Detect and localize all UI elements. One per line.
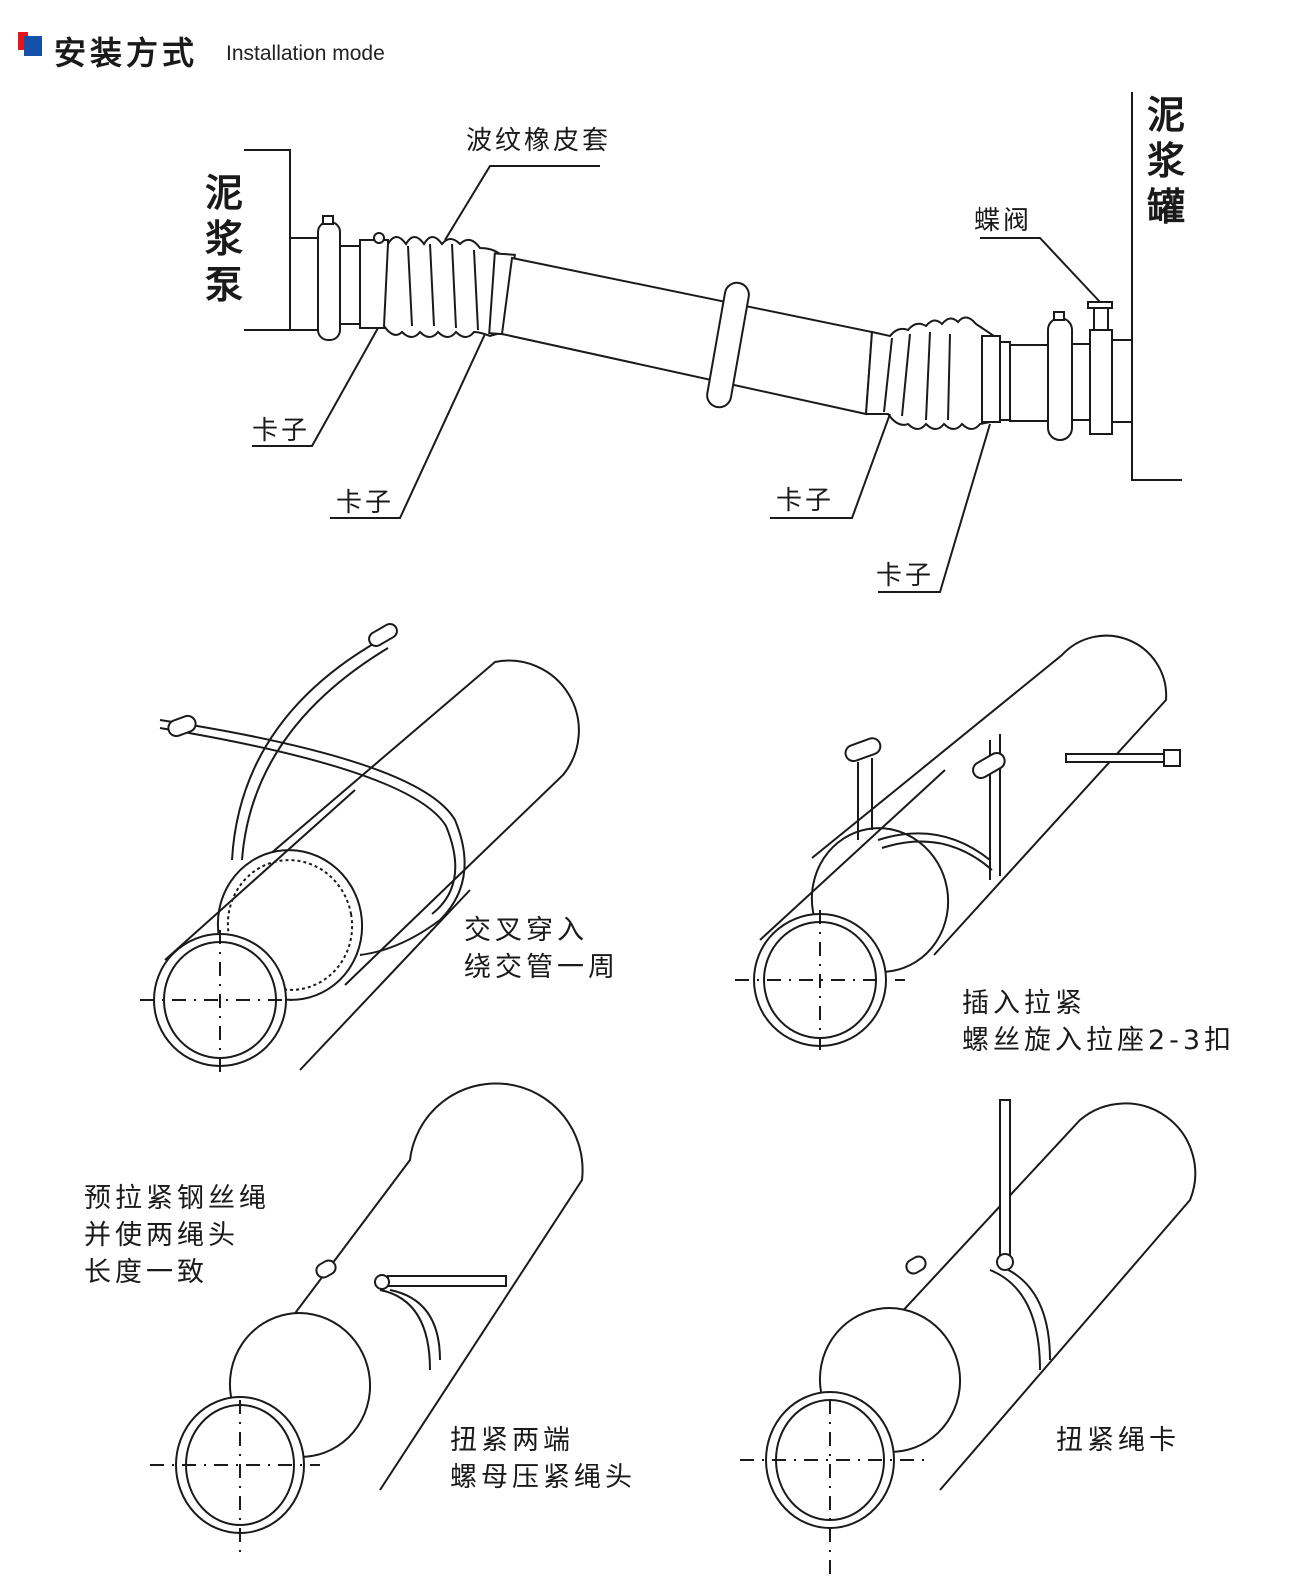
leader-clamp-4 [878,423,991,593]
butterfly-valve-handle [1087,301,1113,309]
step4-line1: 扭紧绳卡 [1056,1425,1180,1456]
label-clamp-3: 卡子 [776,486,835,516]
butterfly-valve-body [1089,329,1113,435]
label-mud-pump: 泥浆泵 [204,171,243,307]
step1-line1: 交叉穿入 [464,915,588,946]
bellows-left [382,236,516,338]
label-bellows-cover: 波纹橡皮套 [466,126,612,156]
clamp-3 [981,335,1001,423]
step4-figure [740,1099,1197,1580]
step1-caption: 交叉穿入 绕交管一周 [464,912,619,986]
pump-pipe [339,245,361,325]
step2-caption: 插入拉紧 螺丝旋入拉座2-3扣 [962,985,1235,1059]
step3-figure [150,1082,584,1560]
label-clamp-2: 卡子 [336,488,395,518]
pump-flange [317,221,341,341]
step3a-line3: 长度一致 [84,1257,208,1288]
section-title-en: Installation mode [226,42,385,65]
leader-bellows [444,165,600,241]
step1-line2: 绕交管一周 [464,952,619,983]
butterfly-valve-stem [1093,307,1109,331]
middle-collar [706,281,750,409]
label-butterfly-valve: 蝶阀 [974,206,1033,236]
tank-inlet [1111,339,1133,423]
leader-clamp-1 [252,327,379,447]
section-title-cn: 安装方式 [54,34,199,72]
tension-bolt [1065,753,1165,763]
step3b-line2: 螺母压紧绳头 [450,1462,636,1493]
tank-flange [1047,317,1073,441]
logo-red-square [18,32,28,50]
step3a-line2: 并使两绳头 [84,1220,239,1251]
tightening-rod [999,1099,1011,1261]
step4-caption: 扭紧绳卡 [1056,1422,1180,1459]
mud-pump-bracket [244,149,291,331]
step1-figure [140,623,580,1075]
bellows-right [864,316,1011,430]
leader-valve [980,237,1101,303]
mud-tank-wall [1131,92,1182,481]
step2-line1: 插入拉紧 [962,988,1086,1019]
leader-clamp-3 [770,413,891,519]
logo-blue-square [24,36,42,56]
step3a-line1: 预拉紧钢丝绳 [84,1183,270,1214]
label-clamp-4: 卡子 [876,561,935,591]
step3-caption-a: 预拉紧钢丝绳 并使两绳头 长度一致 [84,1180,270,1291]
label-mud-tank: 泥浆罐 [1146,93,1185,229]
tank-pipe [1009,344,1049,422]
tension-bolt-3 [387,1275,507,1287]
step2-line2: 螺丝旋入拉座2-3扣 [962,1025,1236,1056]
pump-outlet-stub [289,237,319,331]
main-hose [500,256,874,416]
step3-caption-b: 扭紧两端 螺母压紧绳头 [450,1422,636,1496]
label-clamp-1: 卡子 [252,416,311,446]
step3b-line1: 扭紧两端 [450,1425,574,1456]
step2-figure [735,634,1181,1050]
clamp-4 [999,341,1011,421]
leader-clamp-2 [330,333,486,519]
